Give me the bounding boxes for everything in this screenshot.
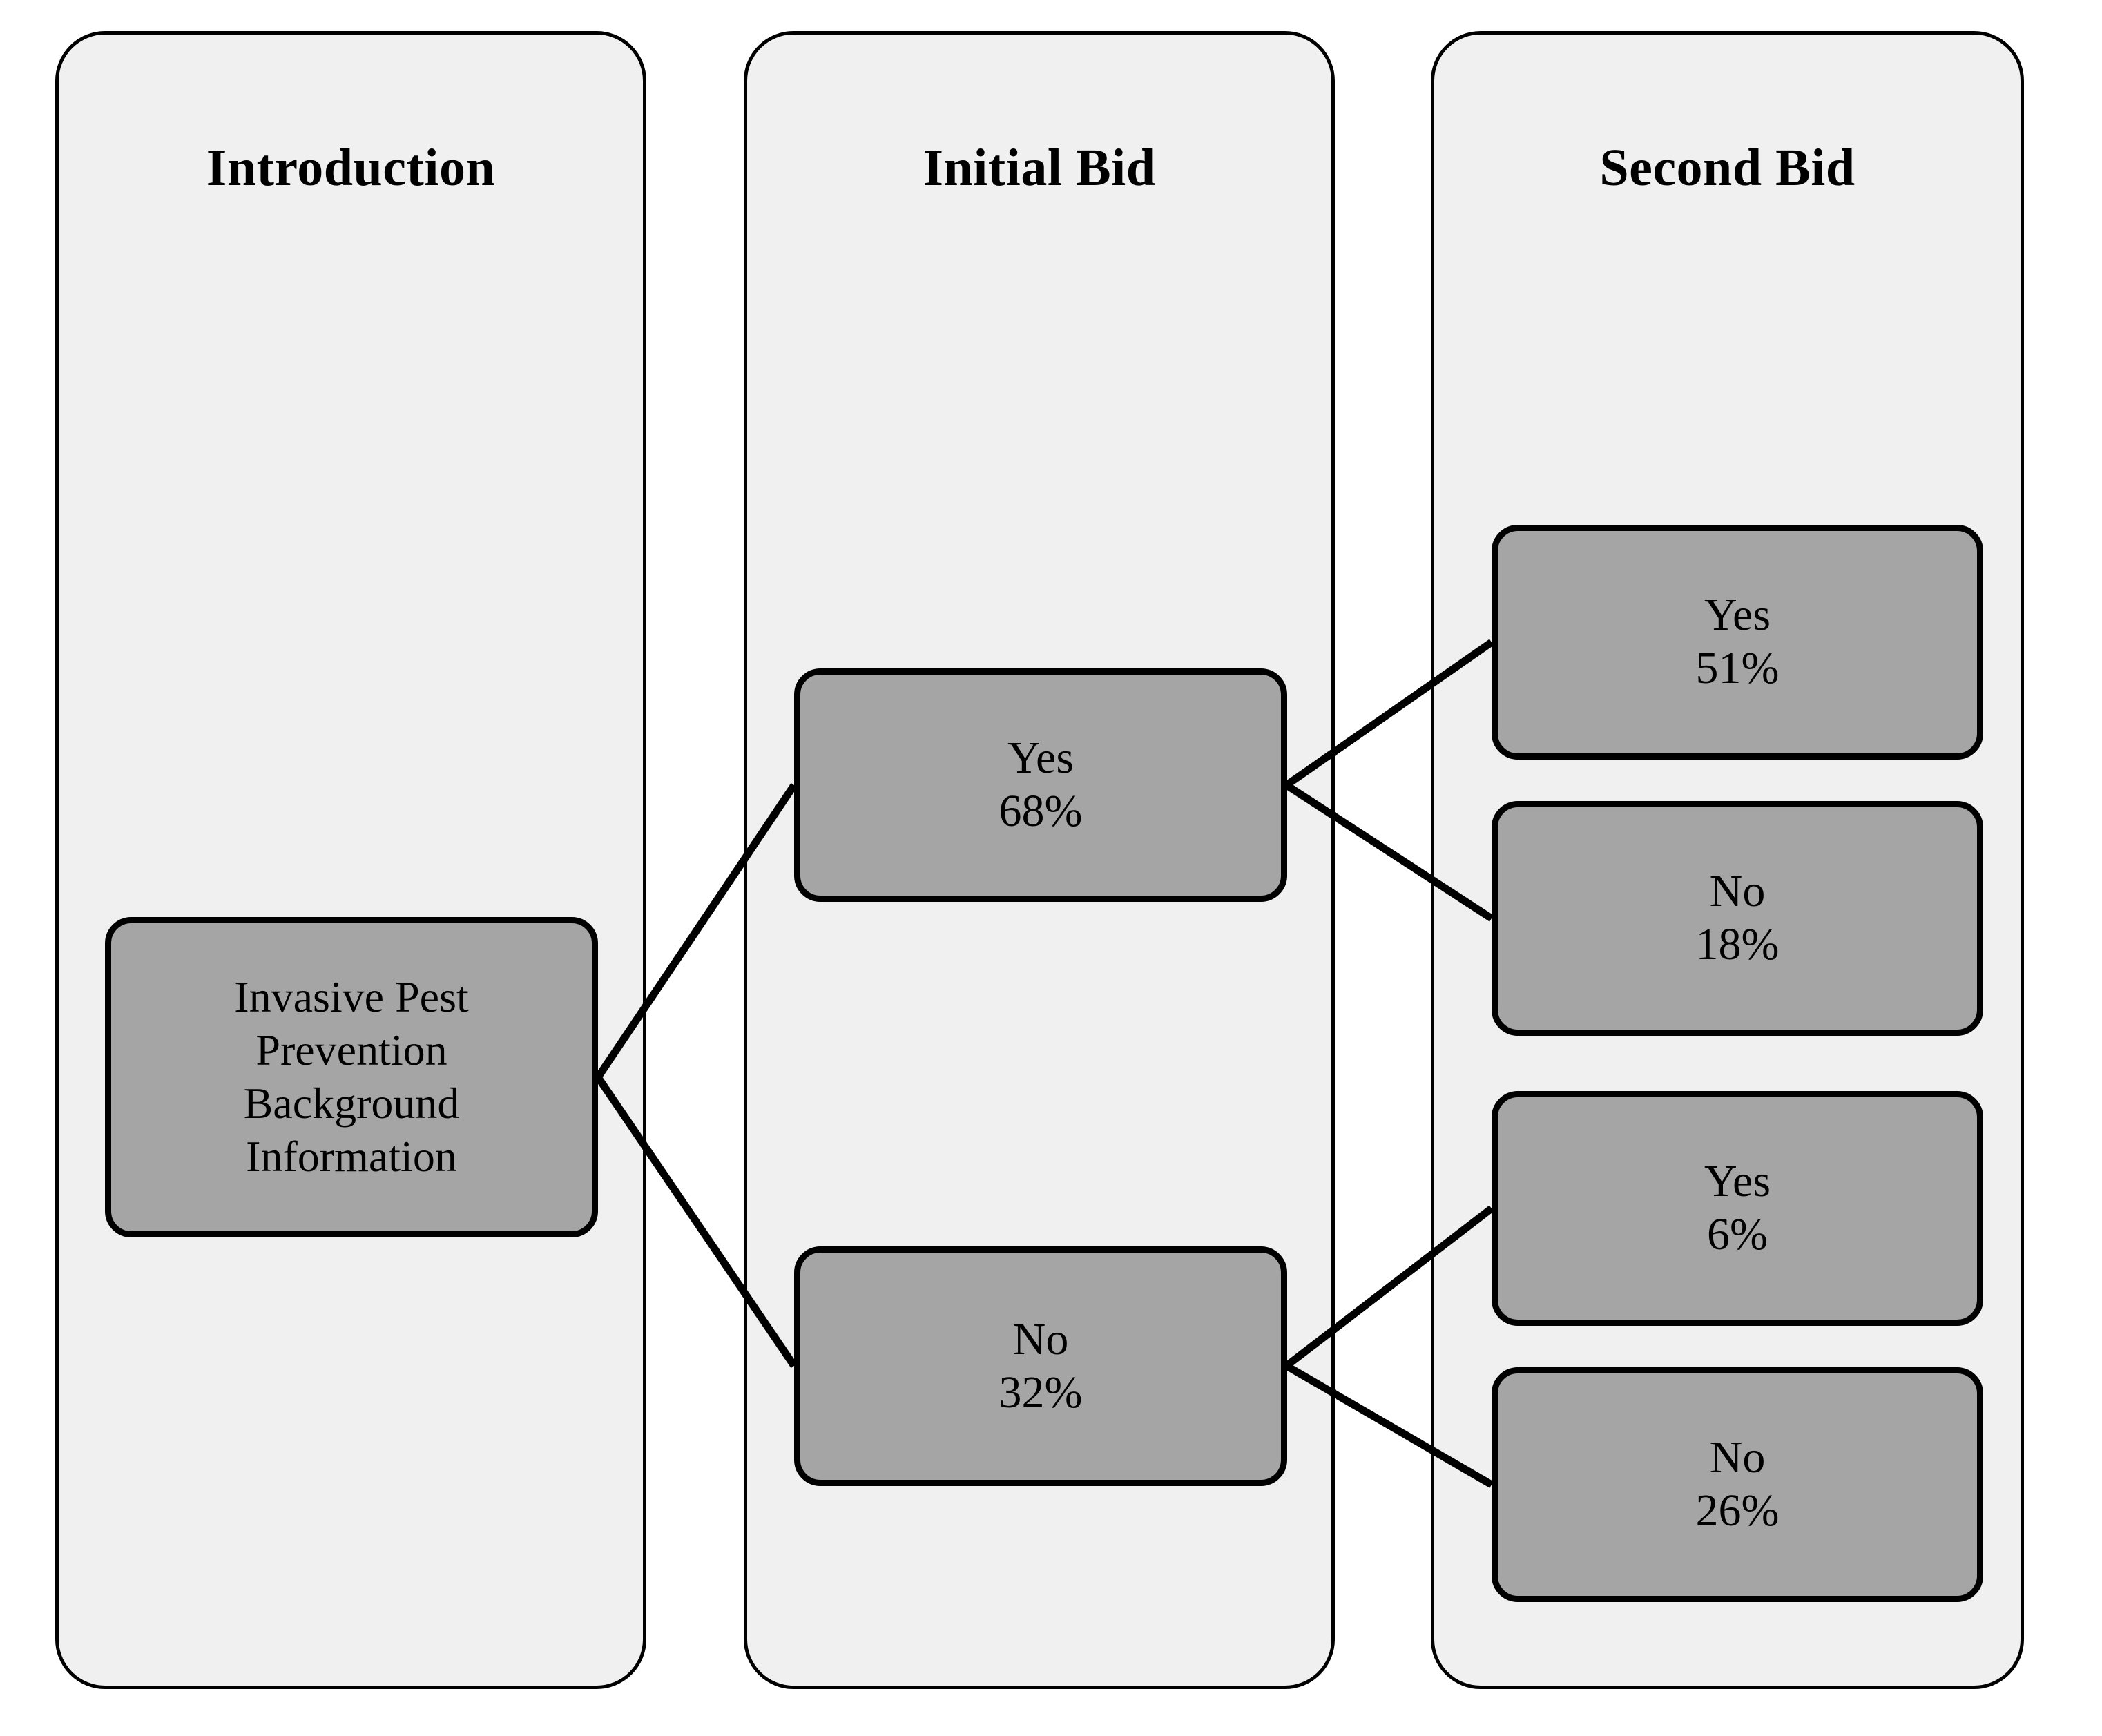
node-initial-bid-yes-percent: 68% [999,786,1083,836]
node-second-bid-yes-after-yes[interactable]: Yes 51% [1492,525,1983,760]
column-title-introduction: Introduction [206,139,496,197]
node-second-bid-yes-after-no-label: Yes [1704,1156,1771,1207]
node-introduction-background[interactable]: Invasive Pest Prevention Background Info… [105,917,598,1237]
node-intro-line-4: Information [246,1131,457,1181]
node-second-bid-yes-after-yes-percent: 51% [1695,643,1780,693]
node-initial-bid-no-percent: 32% [999,1367,1083,1418]
node-second-bid-no-after-yes-percent: 18% [1695,919,1780,970]
node-initial-bid-yes[interactable]: Yes 68% [794,668,1287,902]
node-second-bid-no-after-no-label: No [1709,1432,1766,1483]
node-second-bid-no-after-no-percent: 26% [1695,1485,1780,1536]
node-intro-line-2: Prevention [255,1025,447,1075]
node-intro-line-1: Invasive Pest [234,972,469,1022]
column-title-second-bid: Second Bid [1599,139,1855,197]
column-title-initial-bid: Initial Bid [923,139,1156,197]
node-second-bid-yes-after-no-percent: 6% [1707,1209,1768,1260]
node-second-bid-no-after-yes[interactable]: No 18% [1492,801,1983,1036]
node-second-bid-yes-after-no[interactable]: Yes 6% [1492,1091,1983,1326]
node-second-bid-no-after-no[interactable]: No 26% [1492,1367,1983,1602]
node-initial-bid-no-label: No [1012,1313,1069,1364]
node-initial-bid-yes-label: Yes [1007,733,1074,784]
column-panel-introduction: Introduction [55,31,646,1689]
node-second-bid-yes-after-yes-label: Yes [1704,590,1771,641]
node-second-bid-no-after-yes-label: No [1709,866,1766,917]
node-initial-bid-no[interactable]: No 32% [794,1246,1287,1486]
node-intro-line-3: Background [243,1079,460,1128]
